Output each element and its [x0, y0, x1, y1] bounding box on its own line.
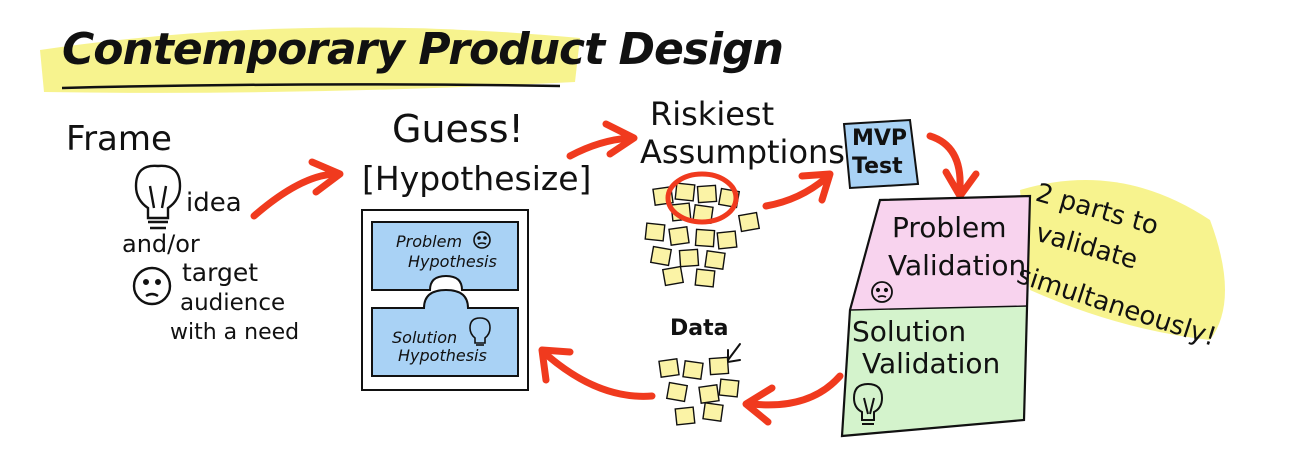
note-highlight — [1020, 180, 1225, 340]
hypothesize-heading: [Hypothesize] — [362, 159, 592, 198]
arrow-icon — [762, 174, 830, 210]
guess-heading: Guess! — [392, 107, 524, 151]
problem-hypothesis-piece — [371, 221, 519, 291]
hypothesis-frame — [361, 209, 529, 391]
arrow-head-1 — [308, 158, 344, 196]
mvp-line1: MVP — [852, 126, 908, 151]
solution-validation-line1: Solution — [852, 315, 967, 348]
title-underline — [61, 83, 561, 90]
arrow-head-5 — [742, 384, 776, 426]
lightbulb-icon — [852, 382, 884, 425]
and-or-label: and/or — [122, 230, 200, 258]
mvp-line2: Test — [852, 154, 903, 179]
problem-hypothesis-line2: Hypothesis — [408, 252, 497, 271]
arrow-head-4 — [942, 168, 980, 200]
solution-validation-panel — [842, 306, 1028, 436]
need-label: with a need — [170, 320, 300, 345]
problem-validation-line1: Problem — [892, 211, 1007, 244]
problem-validation-panel — [850, 196, 1030, 310]
arrow-head-3 — [798, 170, 834, 204]
data-pointer — [727, 343, 741, 364]
arrow-icon — [748, 372, 844, 409]
diagram-title: Contemporary Product Design — [62, 24, 784, 75]
riskiest-line2: Assumptions — [640, 133, 845, 171]
audience-label: audience — [180, 290, 286, 316]
lightbulb-icon — [469, 317, 491, 346]
confused-face-icon — [473, 231, 491, 249]
solution-hypothesis-line1: Solution — [392, 328, 458, 347]
arrow-head-2 — [602, 120, 638, 158]
problem-validation-line2: Validation — [888, 249, 1027, 282]
lightbulb-icon — [134, 164, 182, 230]
arrow-icon — [566, 134, 634, 160]
data-label: Data — [670, 316, 729, 341]
problem-hypothesis-line1: Problem — [396, 232, 463, 251]
title-highlight — [40, 27, 580, 93]
arrow-head-6 — [538, 346, 574, 384]
solution-hypothesis-piece — [371, 288, 519, 377]
confused-face-icon — [871, 281, 893, 303]
target-label: target — [182, 258, 259, 287]
solution-validation-line2: Validation — [862, 347, 1001, 380]
arrow-icon — [250, 170, 338, 220]
arrow-icon — [926, 132, 964, 192]
arrow-icon — [544, 352, 656, 400]
solution-hypothesis-line2: Hypothesis — [398, 346, 487, 365]
sticky-note-icon — [658, 356, 740, 426]
riskiest-line1: Riskiest — [650, 95, 775, 133]
frame-heading: Frame — [66, 119, 172, 159]
riskiest-circle — [665, 171, 739, 225]
validation-divider — [849, 305, 1029, 311]
confused-face-icon — [132, 266, 172, 306]
validation-board — [840, 194, 1032, 438]
sticky-note-icon — [644, 182, 761, 288]
idea-label: idea — [186, 188, 242, 218]
mvp-box — [842, 118, 920, 190]
